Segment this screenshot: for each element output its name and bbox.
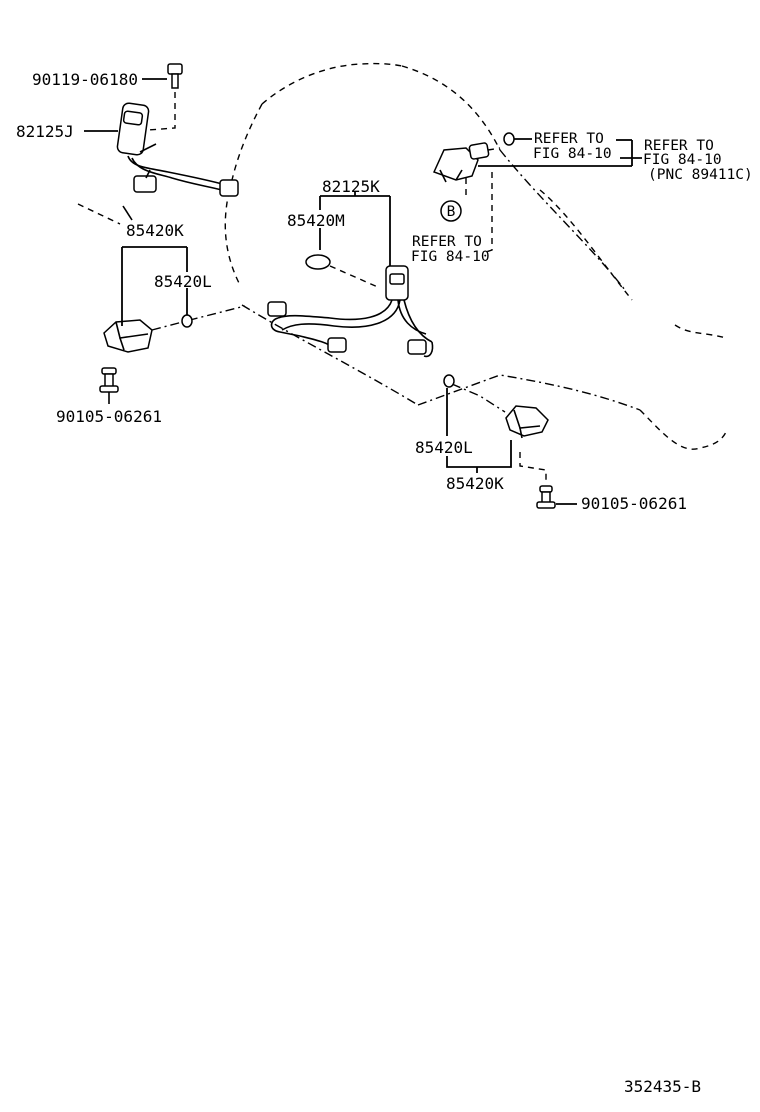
label-85420K-right: 85420K: [446, 474, 504, 493]
leaders-center: [319, 192, 391, 266]
label-85420L-left: 85420L: [154, 272, 212, 291]
label-82125K: 82125K: [322, 177, 380, 196]
callout-b-label: B: [447, 204, 456, 220]
refer3-line2: FIG 84-10: [411, 249, 490, 265]
label-82125J: 82125J: [16, 122, 74, 141]
leaders-lower-right: [446, 388, 512, 473]
label-85420K-left: 85420K: [126, 221, 184, 240]
figure-code: 352435-B: [624, 1077, 701, 1096]
label-90105-left: 90105-06261: [56, 407, 162, 426]
bolt-90119-06180: [142, 63, 183, 131]
refer2-line2: FIG 84-10: [643, 152, 722, 168]
refer2-line3: (PNC 89411C): [648, 167, 753, 183]
label-85420L-right: 85420L: [415, 438, 473, 457]
label-90105-right: 90105-06261: [581, 494, 687, 513]
harness-82125K: [267, 265, 434, 358]
refer3-line1: REFER TO: [412, 234, 482, 250]
sensor-upper-right: [432, 142, 501, 183]
grommet-85420M: [305, 254, 331, 270]
leader-85420M-dash: [329, 265, 381, 289]
grommet-85420L-right: [443, 374, 455, 388]
bolt-90105-06261-left: [99, 367, 119, 404]
sensor-85420K-left: [103, 305, 246, 353]
leaders-left-group: [77, 203, 188, 326]
sensor-85420K-right: [451, 383, 549, 439]
label-90119-06180: 90119-06180: [32, 70, 138, 89]
speed-sensor-82125J: [116, 102, 239, 197]
callout-b: B: [440, 178, 467, 222]
bolt-90105-06261-right: [519, 452, 577, 509]
refer1-line1: REFER TO: [534, 131, 604, 147]
grommet-85420L-left: [181, 314, 193, 328]
refer2-line1: REFER TO: [644, 138, 714, 154]
refer1-line2: FIG 84-10: [533, 146, 612, 162]
label-85420M: 85420M: [287, 211, 345, 230]
refer-leaders: [478, 132, 642, 253]
